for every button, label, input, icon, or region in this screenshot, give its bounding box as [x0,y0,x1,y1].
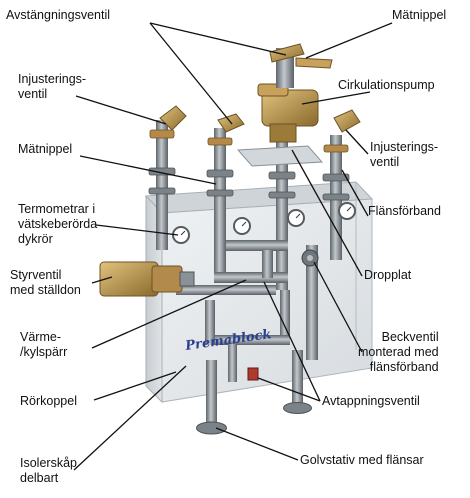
label-pipe-coupling: Rörkoppel [20,394,77,408]
shut-off-valve [269,43,333,88]
label-control-valve: Styrventil med ställdon [10,268,81,298]
label-shut-off-valve: Avstängningsventil [6,8,111,22]
label-heat-cool-barrier: Värme- /kylspärr [20,330,67,360]
valve-center [207,113,245,148]
label-drain-valve: Avtappningsventil [322,394,420,408]
label-balancing-valve-right-line2: ventil [370,155,400,169]
drip-plate [236,145,324,167]
label-balancing-valve-left-line2: ventil [18,87,48,101]
label-drip-plate: Dropplat [364,268,412,282]
balancing-valve-left [149,105,187,145]
label-flange-joint: Flänsförband [368,204,441,218]
label-control-valve-line1: Styrventil [10,268,62,282]
label-insulation-cabinet-line1: Isolerskåp [20,456,77,470]
label-thermometers-line3: dykrör [18,232,53,246]
label-heat-cool-barrier-line2: /kylspärr [20,345,68,359]
control-valve-actuator [99,261,195,297]
label-insulation-cabinet: Isolerskåp delbart [20,456,77,486]
balancing-valve-right [323,109,361,155]
label-balancing-valve-right-line1: Injusterings- [370,140,439,154]
label-ball-valve-line3: flänsförband [369,360,439,374]
label-circulation-pump: Cirkulationspump [338,78,435,92]
label-heat-cool-barrier-line1: Värme- [20,330,61,344]
floor-stand [196,344,312,435]
pipe-flanges [148,167,350,201]
label-balancing-valve-left: Injusterings- ventil [18,72,86,102]
circulation-pump [257,83,319,143]
label-thermometers-line2: vätskeberörda [18,217,98,231]
label-ball-valve-line2: monterad med [358,345,439,359]
label-ball-valve-line1: Beckventil [381,330,439,344]
internal-pipe-loop [176,240,319,360]
drain-valve [247,367,259,381]
label-insulation-cabinet-line2: delbart [20,471,59,485]
label-test-nipple-top: Mätnippel [392,8,447,22]
label-thermometers-line1: Termometrar i [18,202,96,216]
leader-lines [73,22,393,471]
label-balancing-valve-left-line1: Injusterings- [18,72,87,86]
label-floor-stand: Golvstativ med flänsar [300,453,424,467]
label-balancing-valve-right: Injusterings- ventil [370,140,438,170]
label-thermometers: Termometrar i vätskeberörda dykrör [18,202,97,247]
label-test-nipple-left: Mätnippel [18,142,73,156]
label-control-valve-line2: med ställdon [10,283,81,297]
label-ball-valve: Beckventil monterad med flänsförband [358,330,439,375]
